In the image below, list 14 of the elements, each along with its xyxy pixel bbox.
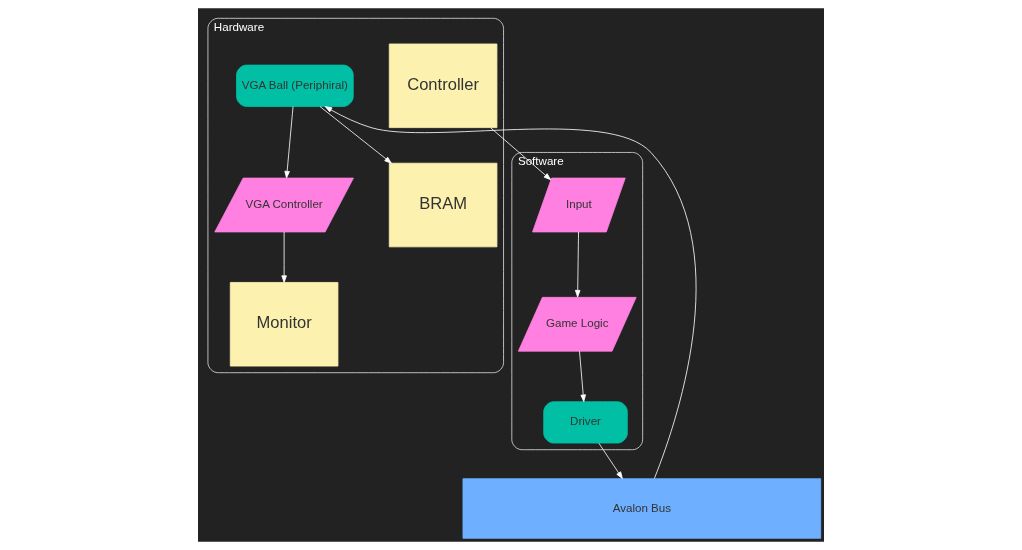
arrow (490, 127, 552, 181)
node-box: Driver (543, 401, 628, 444)
node-box: Monitor (229, 282, 339, 367)
arrow (284, 106, 294, 179)
arrow (324, 106, 697, 479)
node-box: VGA Ball (Periphiral) (236, 64, 354, 107)
arrow (598, 442, 623, 479)
node-box: Controller (388, 43, 498, 129)
node-box: BRAM (388, 162, 498, 248)
arrow (281, 231, 287, 283)
arrow (319, 106, 392, 164)
node-box: Avalon Bus (462, 478, 822, 539)
arrow (574, 231, 581, 298)
arrow (579, 350, 586, 402)
